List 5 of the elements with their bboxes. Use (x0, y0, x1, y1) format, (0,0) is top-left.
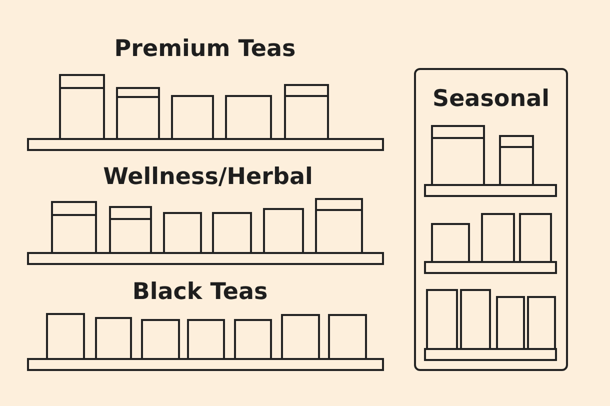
shelf-heading: Premium Teas (114, 36, 296, 62)
cabinet-box (414, 68, 568, 371)
shelf-heading: Wellness/Herbal (103, 164, 313, 190)
shelf-heading: Black Teas (132, 279, 268, 305)
cabinet-heading: Seasonal (432, 86, 550, 112)
